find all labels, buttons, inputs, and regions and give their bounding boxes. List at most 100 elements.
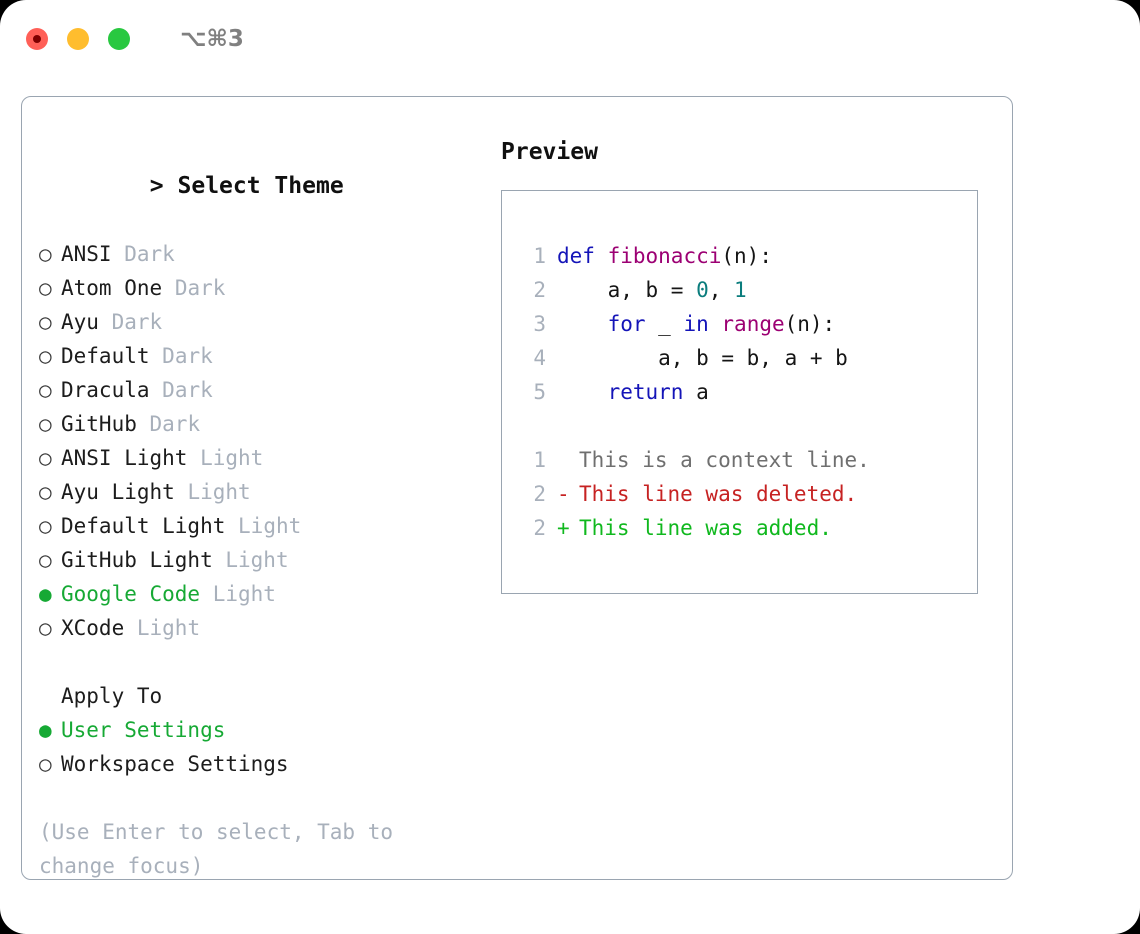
- theme-kind-label: Light: [200, 446, 264, 470]
- theme-kind-label: Dark: [162, 378, 213, 402]
- theme-name-label: Atom One: [61, 276, 163, 300]
- preview-heading: Preview: [501, 139, 598, 165]
- theme-list-item[interactable]: ○Default Light Light: [39, 509, 469, 543]
- theme-list-item[interactable]: ○Ayu Light Light: [39, 475, 469, 509]
- theme-list-item[interactable]: ○XCode Light: [39, 611, 469, 645]
- line-number: 1: [533, 244, 546, 268]
- theme-label-separator: [225, 509, 238, 543]
- code-token-num: 0: [696, 278, 709, 302]
- code-token-punc: (n):: [784, 312, 836, 336]
- theme-selection-column: > Select Theme ○ANSI Dark○Atom One Dark○…: [39, 135, 469, 883]
- theme-list-item[interactable]: ○GitHub Dark: [39, 407, 469, 441]
- theme-name-label: Default Light: [61, 514, 226, 538]
- theme-label-separator: [200, 577, 213, 611]
- close-button[interactable]: [26, 28, 48, 50]
- diff-marker: [557, 443, 579, 477]
- theme-label-separator: [99, 305, 112, 339]
- diff-text: This is a context line.: [579, 448, 870, 472]
- preview-gap: [516, 409, 977, 443]
- keyboard-shortcut-label: ⌥⌘3: [180, 26, 244, 52]
- code-token-txt: [557, 307, 608, 341]
- radio-empty-icon: ○: [39, 310, 52, 334]
- code-line: 3 for _ in range(n):: [516, 307, 977, 341]
- theme-list-item[interactable]: ○ Atom One Dark: [39, 271, 469, 305]
- code-token-txt: a, b =: [557, 278, 697, 302]
- theme-list-item[interactable]: ○ANSI Dark: [39, 237, 469, 271]
- apply-to-label: User Settings: [61, 718, 226, 742]
- code-token-punc: (n):: [721, 244, 772, 268]
- code-token-txt: a, b = b, a + b: [557, 346, 848, 370]
- theme-name-label: Default: [61, 344, 150, 368]
- theme-kind-label: Dark: [174, 276, 226, 300]
- diff-line-add: 2+This line was added.: [516, 511, 977, 545]
- radio-empty-icon: ○: [39, 446, 52, 470]
- diff-text: This line was deleted.: [579, 482, 858, 506]
- line-number: 5: [533, 380, 546, 404]
- theme-kind-label: Light: [212, 582, 276, 606]
- code-line: 4 a, b = b, a + b: [516, 341, 977, 375]
- keyboard-hint-text: (Use Enter to select, Tab to change focu…: [39, 820, 406, 878]
- theme-label-separator: [213, 543, 226, 577]
- code-token-txt: [557, 375, 608, 409]
- line-number: 3: [533, 312, 546, 336]
- radio-empty-icon: ○: [39, 752, 52, 776]
- theme-list-item[interactable]: ●Google Code Light: [39, 577, 469, 611]
- radio-empty-icon: ○: [39, 514, 52, 538]
- theme-label-separator: [162, 271, 175, 305]
- select-theme-heading: > Select Theme: [39, 135, 469, 237]
- theme-kind-label: Light: [225, 548, 289, 572]
- apply-to-heading: Apply To: [61, 684, 163, 708]
- minimize-button[interactable]: [67, 28, 89, 50]
- line-number: 4: [533, 346, 546, 370]
- diff-marker: -: [557, 482, 570, 506]
- diff-line-ctx: 1 This is a context line.: [516, 443, 977, 477]
- line-number: 2: [533, 278, 546, 302]
- theme-kind-label: Dark: [111, 310, 163, 334]
- theme-label-separator: [112, 237, 125, 271]
- radio-empty-icon: ○: [39, 616, 52, 640]
- line-number: 2: [533, 482, 546, 506]
- diff-text: This line was added.: [579, 516, 832, 540]
- radio-empty-icon: ○: [39, 480, 52, 504]
- code-token-txt: a: [683, 380, 709, 404]
- code-token-kw: for: [607, 312, 646, 336]
- theme-kind-label: Light: [187, 480, 251, 504]
- select-theme-heading-label: Select Theme: [177, 173, 344, 199]
- theme-label-separator: [124, 611, 137, 645]
- code-token-kw: def: [557, 244, 595, 268]
- theme-name-label: GitHub: [61, 412, 137, 436]
- theme-list-item[interactable]: ○Ayu Dark: [39, 305, 469, 339]
- theme-label-separator: [175, 475, 188, 509]
- theme-kind-label: Dark: [162, 344, 213, 368]
- theme-list-item[interactable]: ○Dracula Dark: [39, 373, 469, 407]
- code-line: 2 a, b = 0, 1: [516, 273, 977, 307]
- theme-list-item[interactable]: ○Default Dark: [39, 339, 469, 373]
- title-bar: ⌥⌘3: [0, 0, 1140, 78]
- code-token-txt: ,: [708, 278, 735, 302]
- radio-empty-icon: ○: [39, 378, 52, 402]
- code-token-fn: range: [721, 312, 785, 336]
- diff-line-del: 2-This line was deleted.: [516, 477, 977, 511]
- theme-list: ○ANSI Dark○Atom One Dark○Ayu Dark○Defaul…: [39, 237, 469, 645]
- theme-label-separator: [187, 441, 200, 475]
- radio-empty-icon: ○: [39, 276, 52, 300]
- radio-empty-icon: ○: [39, 548, 52, 572]
- theme-name-label: ANSI Light: [61, 446, 188, 470]
- apply-to-label: Workspace Settings: [61, 752, 289, 776]
- apply-to-item[interactable]: ●User Settings: [39, 713, 469, 747]
- theme-list-item[interactable]: ○ ANSI Light Light: [39, 441, 469, 475]
- code-token-num: 1: [734, 278, 747, 302]
- maximize-button[interactable]: [108, 28, 130, 50]
- list-spacer: [39, 645, 469, 679]
- line-number: 1: [533, 448, 546, 472]
- theme-name-label: GitHub Light: [61, 548, 213, 572]
- theme-list-item[interactable]: ○ GitHub Light Light: [39, 543, 469, 577]
- code-token-txt: [595, 239, 608, 273]
- apply-to-item[interactable]: ○ Workspace Settings: [39, 747, 469, 781]
- theme-name-label: Google Code: [61, 582, 201, 606]
